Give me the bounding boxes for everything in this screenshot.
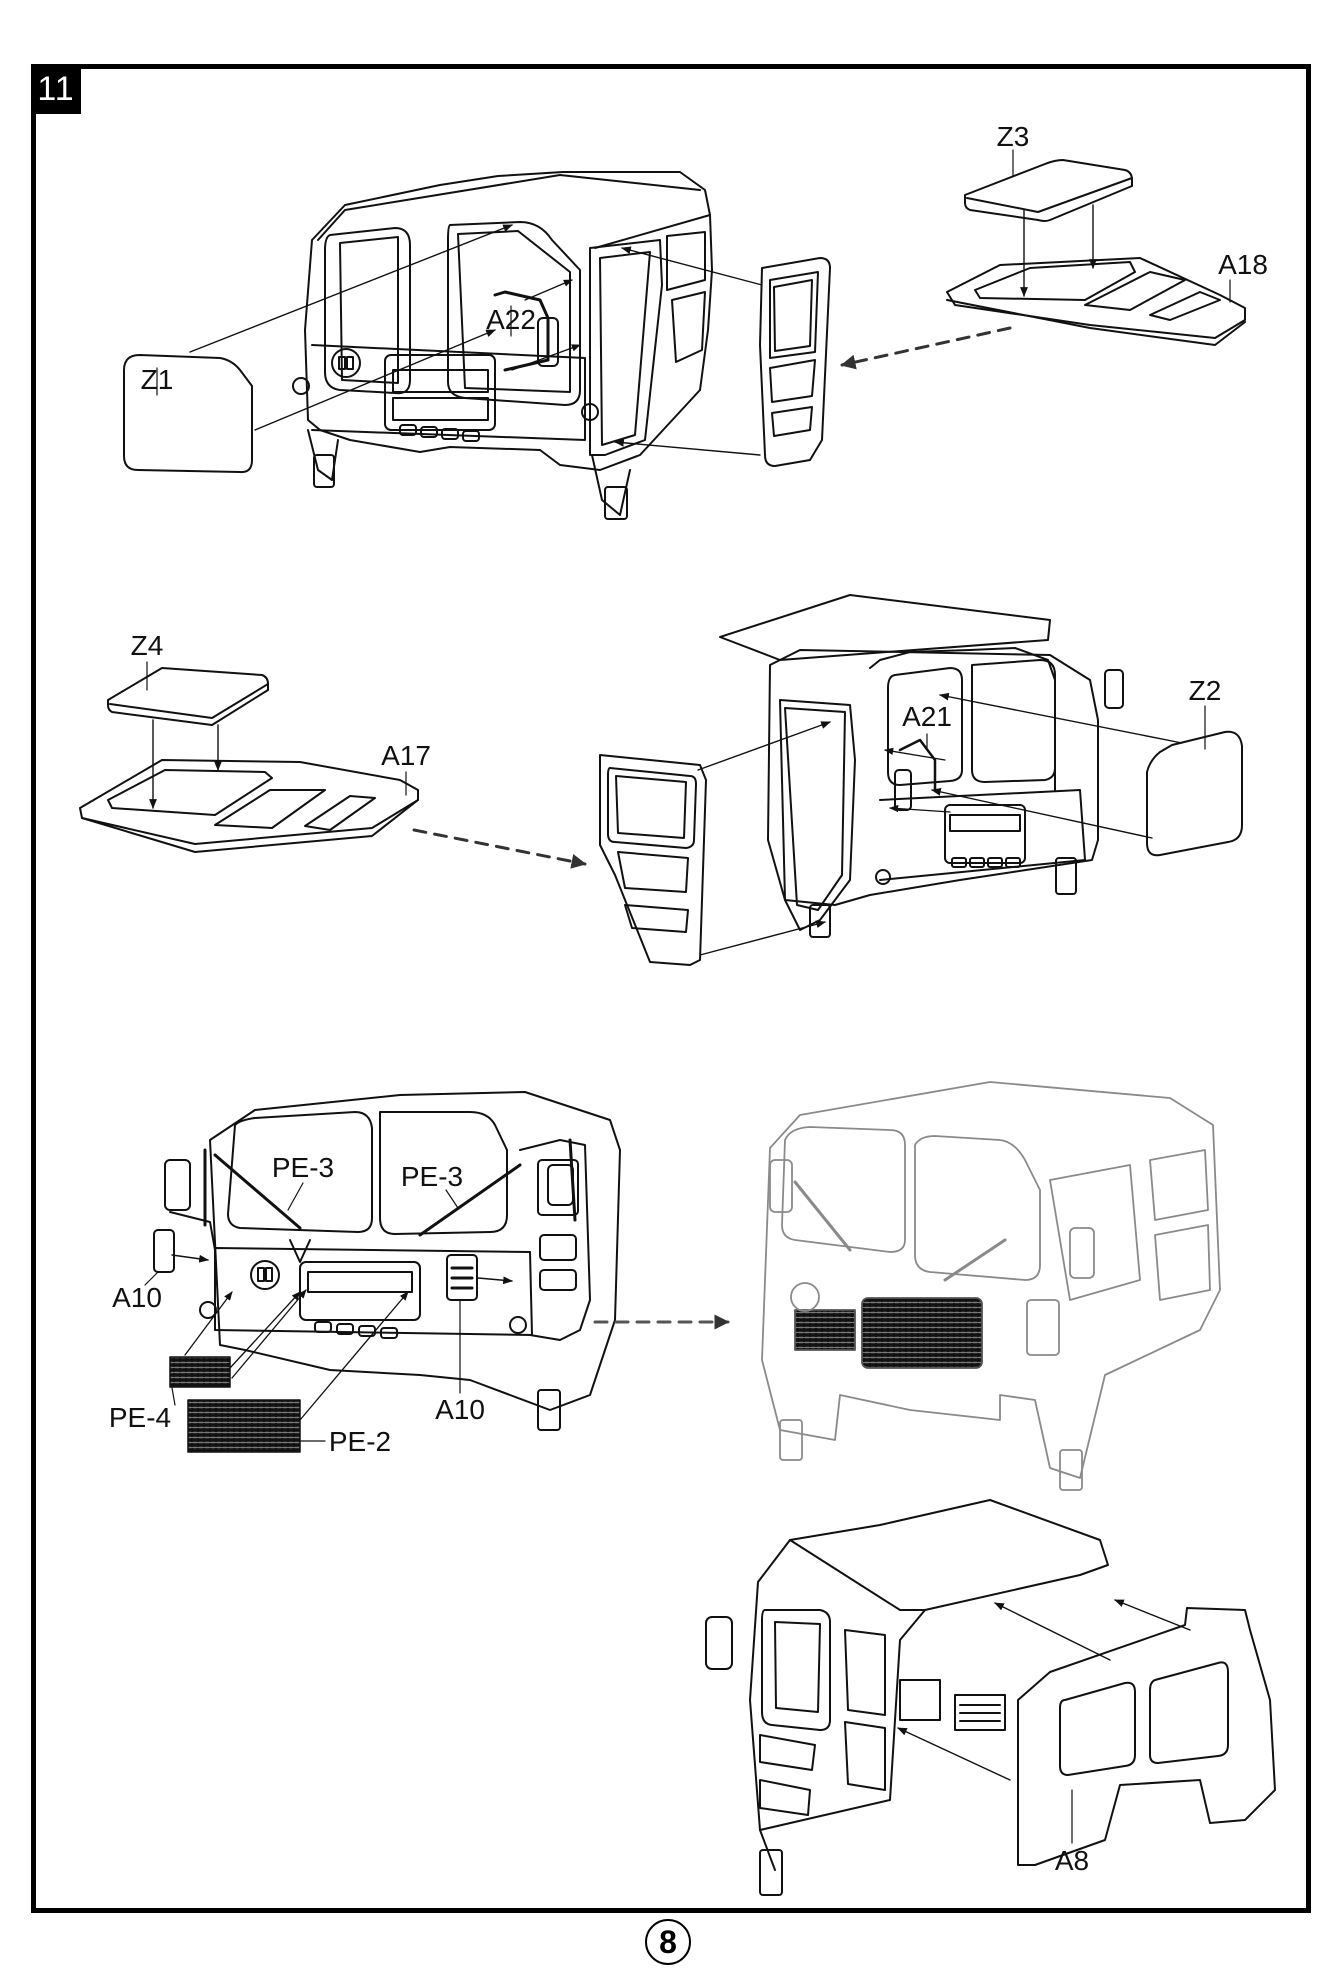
label-a10-left: A10 — [112, 1282, 162, 1313]
label-a22: A22 — [486, 304, 536, 335]
step-number-badge: 11 — [31, 64, 81, 114]
pe2-mesh-part — [187, 1399, 301, 1453]
cab-assembly-row4 — [705, 1499, 1109, 1896]
z2-window-glass — [1146, 730, 1243, 857]
label-a17: A17 — [381, 740, 431, 771]
label-z4: Z4 — [130, 630, 164, 661]
roof-hatch-z3-a18 — [946, 159, 1246, 346]
assembled-cab-row3-ghost — [761, 1081, 1221, 1491]
cab-assembly-row2 — [719, 594, 1124, 938]
label-pe2: PE-2 — [328, 1426, 392, 1457]
cab-assembly-row1 — [292, 171, 713, 520]
label-a8: A8 — [1054, 1845, 1090, 1876]
label-pe3-left: PE-3 — [271, 1152, 335, 1183]
label-a10-right: A10 — [435, 1394, 485, 1425]
door-panel-row2 — [599, 754, 707, 966]
roof-hatch-z4-a17 — [79, 667, 419, 853]
door-panel-row1 — [759, 257, 831, 467]
a8-side-panel — [1017, 1607, 1276, 1866]
z1-arrow-upper — [189, 224, 513, 353]
label-z3: Z3 — [996, 121, 1030, 152]
label-pe4: PE-4 — [108, 1402, 172, 1433]
label-a21: A21 — [902, 701, 952, 732]
cab-assembly-row3 — [164, 1091, 621, 1431]
step-frame — [31, 64, 1311, 1913]
a10-part-left — [153, 1229, 175, 1273]
z1-window-glass — [123, 354, 253, 474]
label-z1: Z1 — [140, 364, 174, 395]
label-z2: Z2 — [1188, 675, 1222, 706]
dashed-arrow-row1 — [840, 326, 1012, 370]
z1-arrow-lower — [254, 329, 496, 431]
dashed-arrow-row2 — [412, 828, 587, 869]
pe4-mesh-part — [169, 1356, 231, 1388]
label-a18: A18 — [1218, 249, 1268, 280]
label-pe3-right: PE-3 — [400, 1161, 464, 1192]
page-number: 8 — [645, 1919, 691, 1965]
